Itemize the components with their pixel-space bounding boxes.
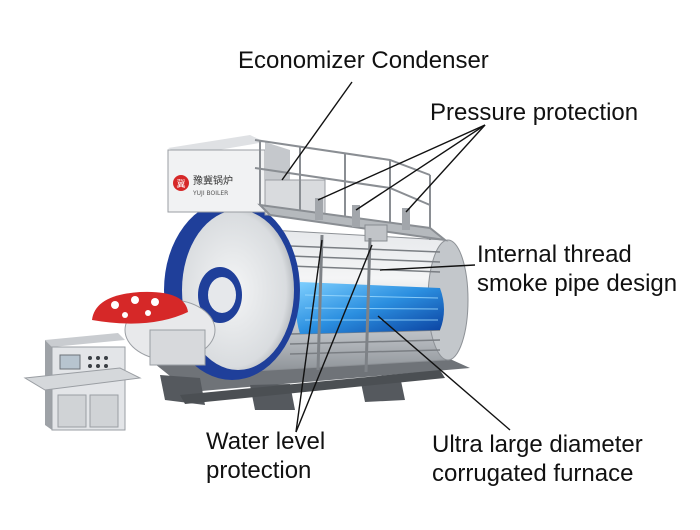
label-internal-thread: Internal thread smoke pipe design — [477, 240, 677, 298]
brand-name-cn: 豫冀锅炉 — [193, 174, 233, 187]
brand-logo-icon — [173, 175, 189, 191]
label-furnace-line-2: corrugated furnace — [432, 460, 634, 487]
label-thread-line-1: Internal thread — [477, 241, 632, 268]
label-water-line-2: protection — [206, 457, 312, 484]
leader-pressure-3 — [405, 124, 486, 213]
leader-lines — [281, 81, 511, 433]
burner — [92, 291, 216, 366]
label-corrugated-furnace: Ultra large diameter corrugated furnace — [432, 430, 643, 488]
label-economizer-text: Economizer Condenser — [238, 47, 489, 74]
label-pressure-text: Pressure protection — [430, 99, 639, 126]
label-thread-line-2: smoke pipe design — [477, 270, 678, 297]
leader-water-2 — [295, 244, 373, 433]
control-cabinet — [23, 333, 142, 431]
leader-pressure-2 — [355, 124, 486, 211]
label-furnace-line-1: Ultra large diameter — [432, 431, 643, 458]
leader-water-1 — [295, 239, 323, 433]
water-level-columns — [316, 234, 372, 373]
economizer-box: 冀 豫冀锅炉 YUJI BOILER — [167, 135, 326, 216]
label-economizer-condenser: Economizer Condenser — [238, 46, 489, 75]
label-pressure-protection: Pressure protection — [430, 98, 638, 127]
brand-name-en: YUJI BOILER — [192, 190, 228, 197]
leader-thread — [379, 264, 476, 271]
leader-economizer — [281, 81, 353, 181]
leader-furnace — [377, 315, 511, 431]
label-water-level: Water level protection — [206, 427, 325, 485]
leader-pressure-1 — [317, 124, 486, 201]
pressure-devices — [315, 198, 410, 242]
label-water-line-1: Water level — [206, 428, 326, 455]
brand-logo-glyph: 冀 — [176, 178, 185, 190]
